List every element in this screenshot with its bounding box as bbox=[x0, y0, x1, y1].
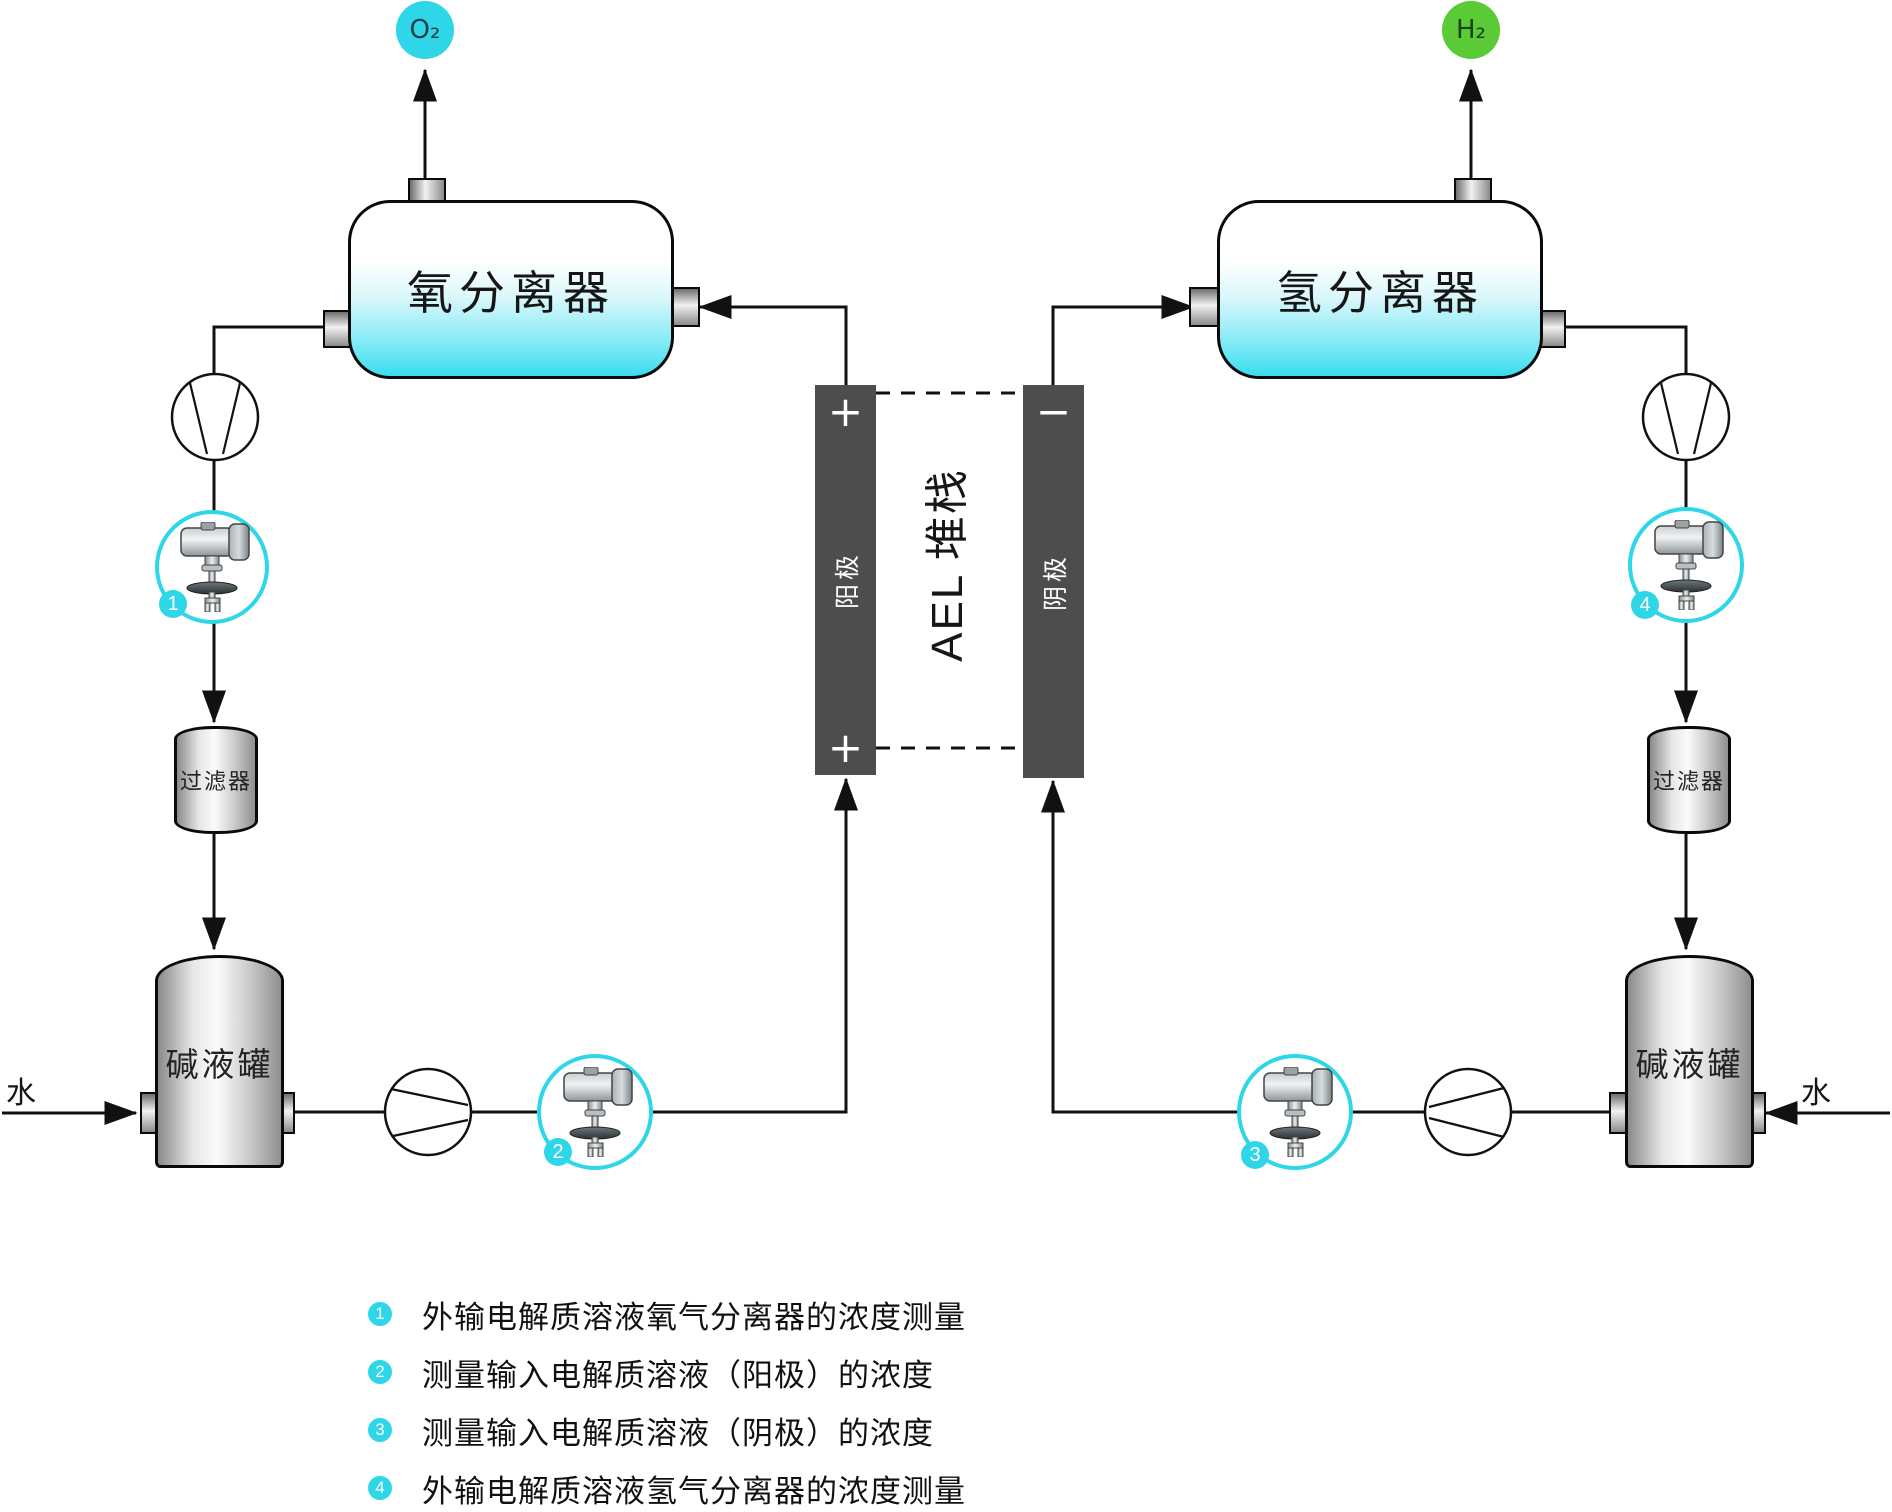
water-label-left: 水 bbox=[6, 1077, 36, 1110]
h2-output-badge: H₂ bbox=[1442, 1, 1500, 59]
filter-left: 过滤器 bbox=[174, 726, 258, 834]
alkali-tank-right: 碱液罐 bbox=[1625, 955, 1754, 1168]
sensor-badge-4: 4 bbox=[1631, 591, 1659, 619]
anode-to-o2-separator-pipe bbox=[698, 295, 848, 385]
tank-to-cathode-pipe bbox=[1041, 779, 1610, 1114]
legend-text-4: 外输电解质溶液氢气分离器的浓度测量 bbox=[422, 1473, 966, 1509]
legend-text-3: 测量输入电解质溶液（阴极）的浓度 bbox=[422, 1415, 934, 1451]
pump-icon-left-top bbox=[170, 372, 260, 462]
pump-icon-right-bottom bbox=[1423, 1067, 1513, 1157]
hydrogen-separator-title: 氢分离器 bbox=[1276, 267, 1484, 319]
sensor-badge-3: 3 bbox=[1241, 1141, 1269, 1169]
o2-output-badge: O₂ bbox=[396, 1, 454, 59]
alkali-tank-left: 碱液罐 bbox=[155, 955, 284, 1168]
cathode-to-h2-separator-pipe bbox=[1051, 295, 1195, 385]
legend-item-1: 1 外输电解质溶液氧气分离器的浓度测量 bbox=[368, 1285, 966, 1343]
legend-badge-2: 2 bbox=[368, 1360, 392, 1384]
legend-text-2: 测量输入电解质溶液（阳极）的浓度 bbox=[422, 1357, 934, 1393]
sensor-badge-2: 2 bbox=[544, 1138, 572, 1166]
pump-icon-right-top bbox=[1641, 372, 1731, 462]
water-label-right: 水 bbox=[1801, 1077, 1831, 1110]
filter-right-label: 过滤器 bbox=[1652, 769, 1725, 794]
oxygen-separator-title: 氧分离器 bbox=[407, 267, 615, 319]
anode-plus-bottom: + bbox=[827, 723, 864, 772]
filter-left-label: 过滤器 bbox=[179, 769, 252, 794]
alkali-tank-left-label: 碱液罐 bbox=[165, 1047, 274, 1084]
pump-vanes bbox=[188, 382, 1713, 1139]
pump-icon-left-bottom bbox=[383, 1067, 473, 1157]
filter-right: 过滤器 bbox=[1647, 726, 1731, 834]
hydrogen-separator-vessel: 氢分离器 bbox=[1217, 200, 1543, 379]
cathode-label: 阴极 bbox=[1042, 552, 1070, 611]
anode-bar: + 阳极 + bbox=[815, 385, 876, 775]
tank-to-anode-pipe bbox=[290, 777, 858, 1114]
legend-item-3: 3 测量输入电解质溶液（阴极）的浓度 bbox=[368, 1401, 966, 1459]
anode-label: 阳极 bbox=[834, 550, 862, 610]
cathode-minus-top: − bbox=[1035, 387, 1072, 436]
oxygen-separator-vessel: 氧分离器 bbox=[348, 200, 674, 379]
ael-stack-label: AEL 堆栈 bbox=[923, 468, 972, 662]
legend-badge-1: 1 bbox=[368, 1302, 392, 1326]
cathode-bar: − 阴极 bbox=[1023, 385, 1084, 778]
sensor-badge-1: 1 bbox=[159, 590, 187, 618]
anode-plus-top: + bbox=[827, 387, 864, 436]
legend-badge-3: 3 bbox=[368, 1418, 392, 1442]
alkali-tank-right-label: 碱液罐 bbox=[1635, 1047, 1744, 1084]
legend-item-2: 2 测量输入电解质溶液（阳极）的浓度 bbox=[368, 1343, 966, 1401]
legend-item-4: 4 外输电解质溶液氢气分离器的浓度测量 bbox=[368, 1459, 966, 1512]
h2-label: H₂ bbox=[1456, 15, 1486, 45]
legend: 1 外输电解质溶液氧气分离器的浓度测量 2 测量输入电解质溶液（阳极）的浓度 3… bbox=[368, 1285, 966, 1512]
legend-text-1: 外输电解质溶液氧气分离器的浓度测量 bbox=[422, 1299, 966, 1335]
legend-badge-4: 4 bbox=[368, 1476, 392, 1500]
o2-label: O₂ bbox=[409, 15, 441, 45]
